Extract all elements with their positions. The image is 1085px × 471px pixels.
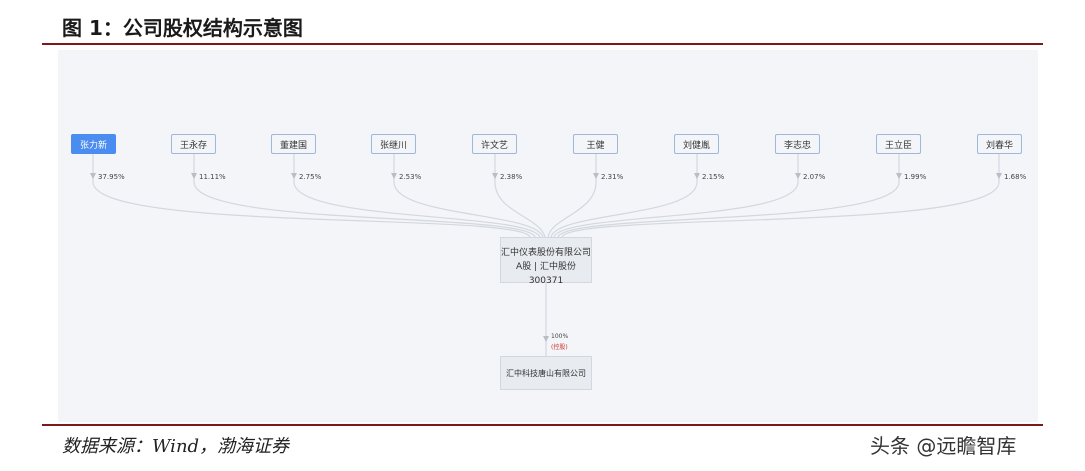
shareholder-node-8[interactable]: 李志忠 <box>775 134 820 154</box>
shareholder-node-5[interactable]: 许文艺 <box>472 134 517 154</box>
stake-percent-3: 2.75% <box>299 173 322 181</box>
company-node[interactable]: 汇中仪表股份有限公司 A股 | 汇中股份 300371 <box>500 237 592 286</box>
stake-percent-9: 1.99% <box>904 173 927 181</box>
subsidiary-control-note: (控股) <box>551 344 568 351</box>
figure-title: 图 1：公司股权结构示意图 <box>62 16 303 40</box>
stake-percent-5: 2.38% <box>500 173 523 181</box>
stake-percent-10: 1.68% <box>1004 173 1027 181</box>
shareholder-node-3[interactable]: 董建国 <box>271 134 316 154</box>
stake-percent-2: 11.11% <box>199 173 226 181</box>
shareholder-node-2[interactable]: 王永存 <box>171 134 216 154</box>
company-name: 汇中仪表股份有限公司 <box>501 248 592 258</box>
watermark: 头条 @远瞻智库 <box>870 434 1017 458</box>
subsidiary-percent: 100% <box>551 333 569 340</box>
shareholder-node-10[interactable]: 刘春华 <box>977 134 1022 154</box>
top-divider <box>42 43 1043 45</box>
stake-percent-1: 37.95% <box>98 173 125 181</box>
bottom-divider <box>42 424 1043 426</box>
shareholder-node-4[interactable]: 张继川 <box>371 134 416 154</box>
shareholder-node-1[interactable]: 张力新 <box>71 134 116 154</box>
stake-percent-7: 2.15% <box>702 173 725 181</box>
shareholder-node-9[interactable]: 王立臣 <box>876 134 921 154</box>
company-listing: A股 | 汇中股份 300371 <box>516 262 576 286</box>
stake-percent-4: 2.53% <box>399 173 422 181</box>
shareholder-node-6[interactable]: 王健 <box>573 134 618 154</box>
source-note: 数据来源：Wind，渤海证券 <box>62 436 290 457</box>
stake-percent-6: 2.31% <box>601 173 624 181</box>
shareholder-node-7[interactable]: 刘健胤 <box>674 134 719 154</box>
stake-percent-8: 2.07% <box>803 173 826 181</box>
subsidiary-node[interactable]: 汇中科技唐山有限公司 <box>500 356 592 390</box>
